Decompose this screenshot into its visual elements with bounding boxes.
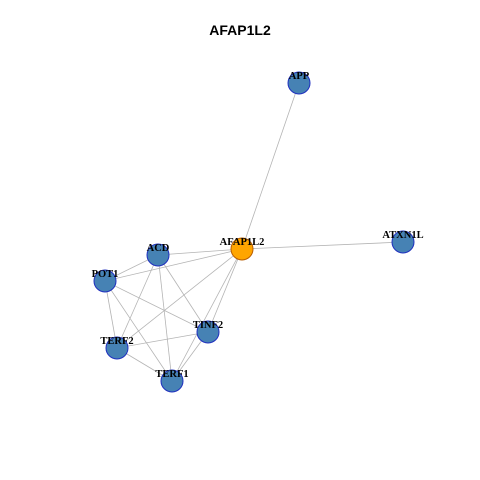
edge-afap1l2-terf1 (171, 248, 243, 382)
edge-acd-terf1 (157, 254, 173, 382)
node-pot1 (93, 269, 117, 293)
node-app (287, 71, 311, 95)
nodes-layer (93, 71, 415, 393)
node-afap1l2 (230, 237, 254, 261)
edge-tinf2-terf2 (116, 331, 209, 349)
node-terf1 (160, 369, 184, 393)
node-label-terf2: TERF2 (100, 336, 133, 347)
edge-acd-tinf2 (157, 254, 209, 333)
node-label-pot1: POT1 (92, 269, 119, 280)
node-label-terf1: TERF1 (155, 369, 188, 380)
edge-afap1l2-atxn1l (241, 241, 404, 250)
node-label-acd: ACD (147, 243, 170, 254)
node-tinf2 (196, 320, 220, 344)
edge-pot1-tinf2 (104, 280, 209, 333)
node-label-afap1l2: AFAP1L2 (220, 237, 265, 248)
edge-afap1l2-acd (157, 248, 243, 256)
edge-afap1l2-terf2 (116, 248, 243, 349)
edge-pot1-terf1 (104, 280, 173, 382)
edge-afap1l2-pot1 (104, 248, 243, 282)
node-acd (146, 243, 170, 267)
edge-afap1l2-app (241, 82, 300, 250)
node-terf2 (105, 336, 129, 360)
graph-title: AFAP1L2 (209, 22, 271, 38)
node-label-app: APP (289, 71, 310, 82)
node-label-atxn1l: ATXN1L (382, 230, 423, 241)
node-atxn1l (391, 230, 415, 254)
node-label-tinf2: TINF2 (193, 320, 223, 331)
edge-afap1l2-tinf2 (207, 248, 243, 333)
edge-acd-terf2 (116, 254, 159, 349)
